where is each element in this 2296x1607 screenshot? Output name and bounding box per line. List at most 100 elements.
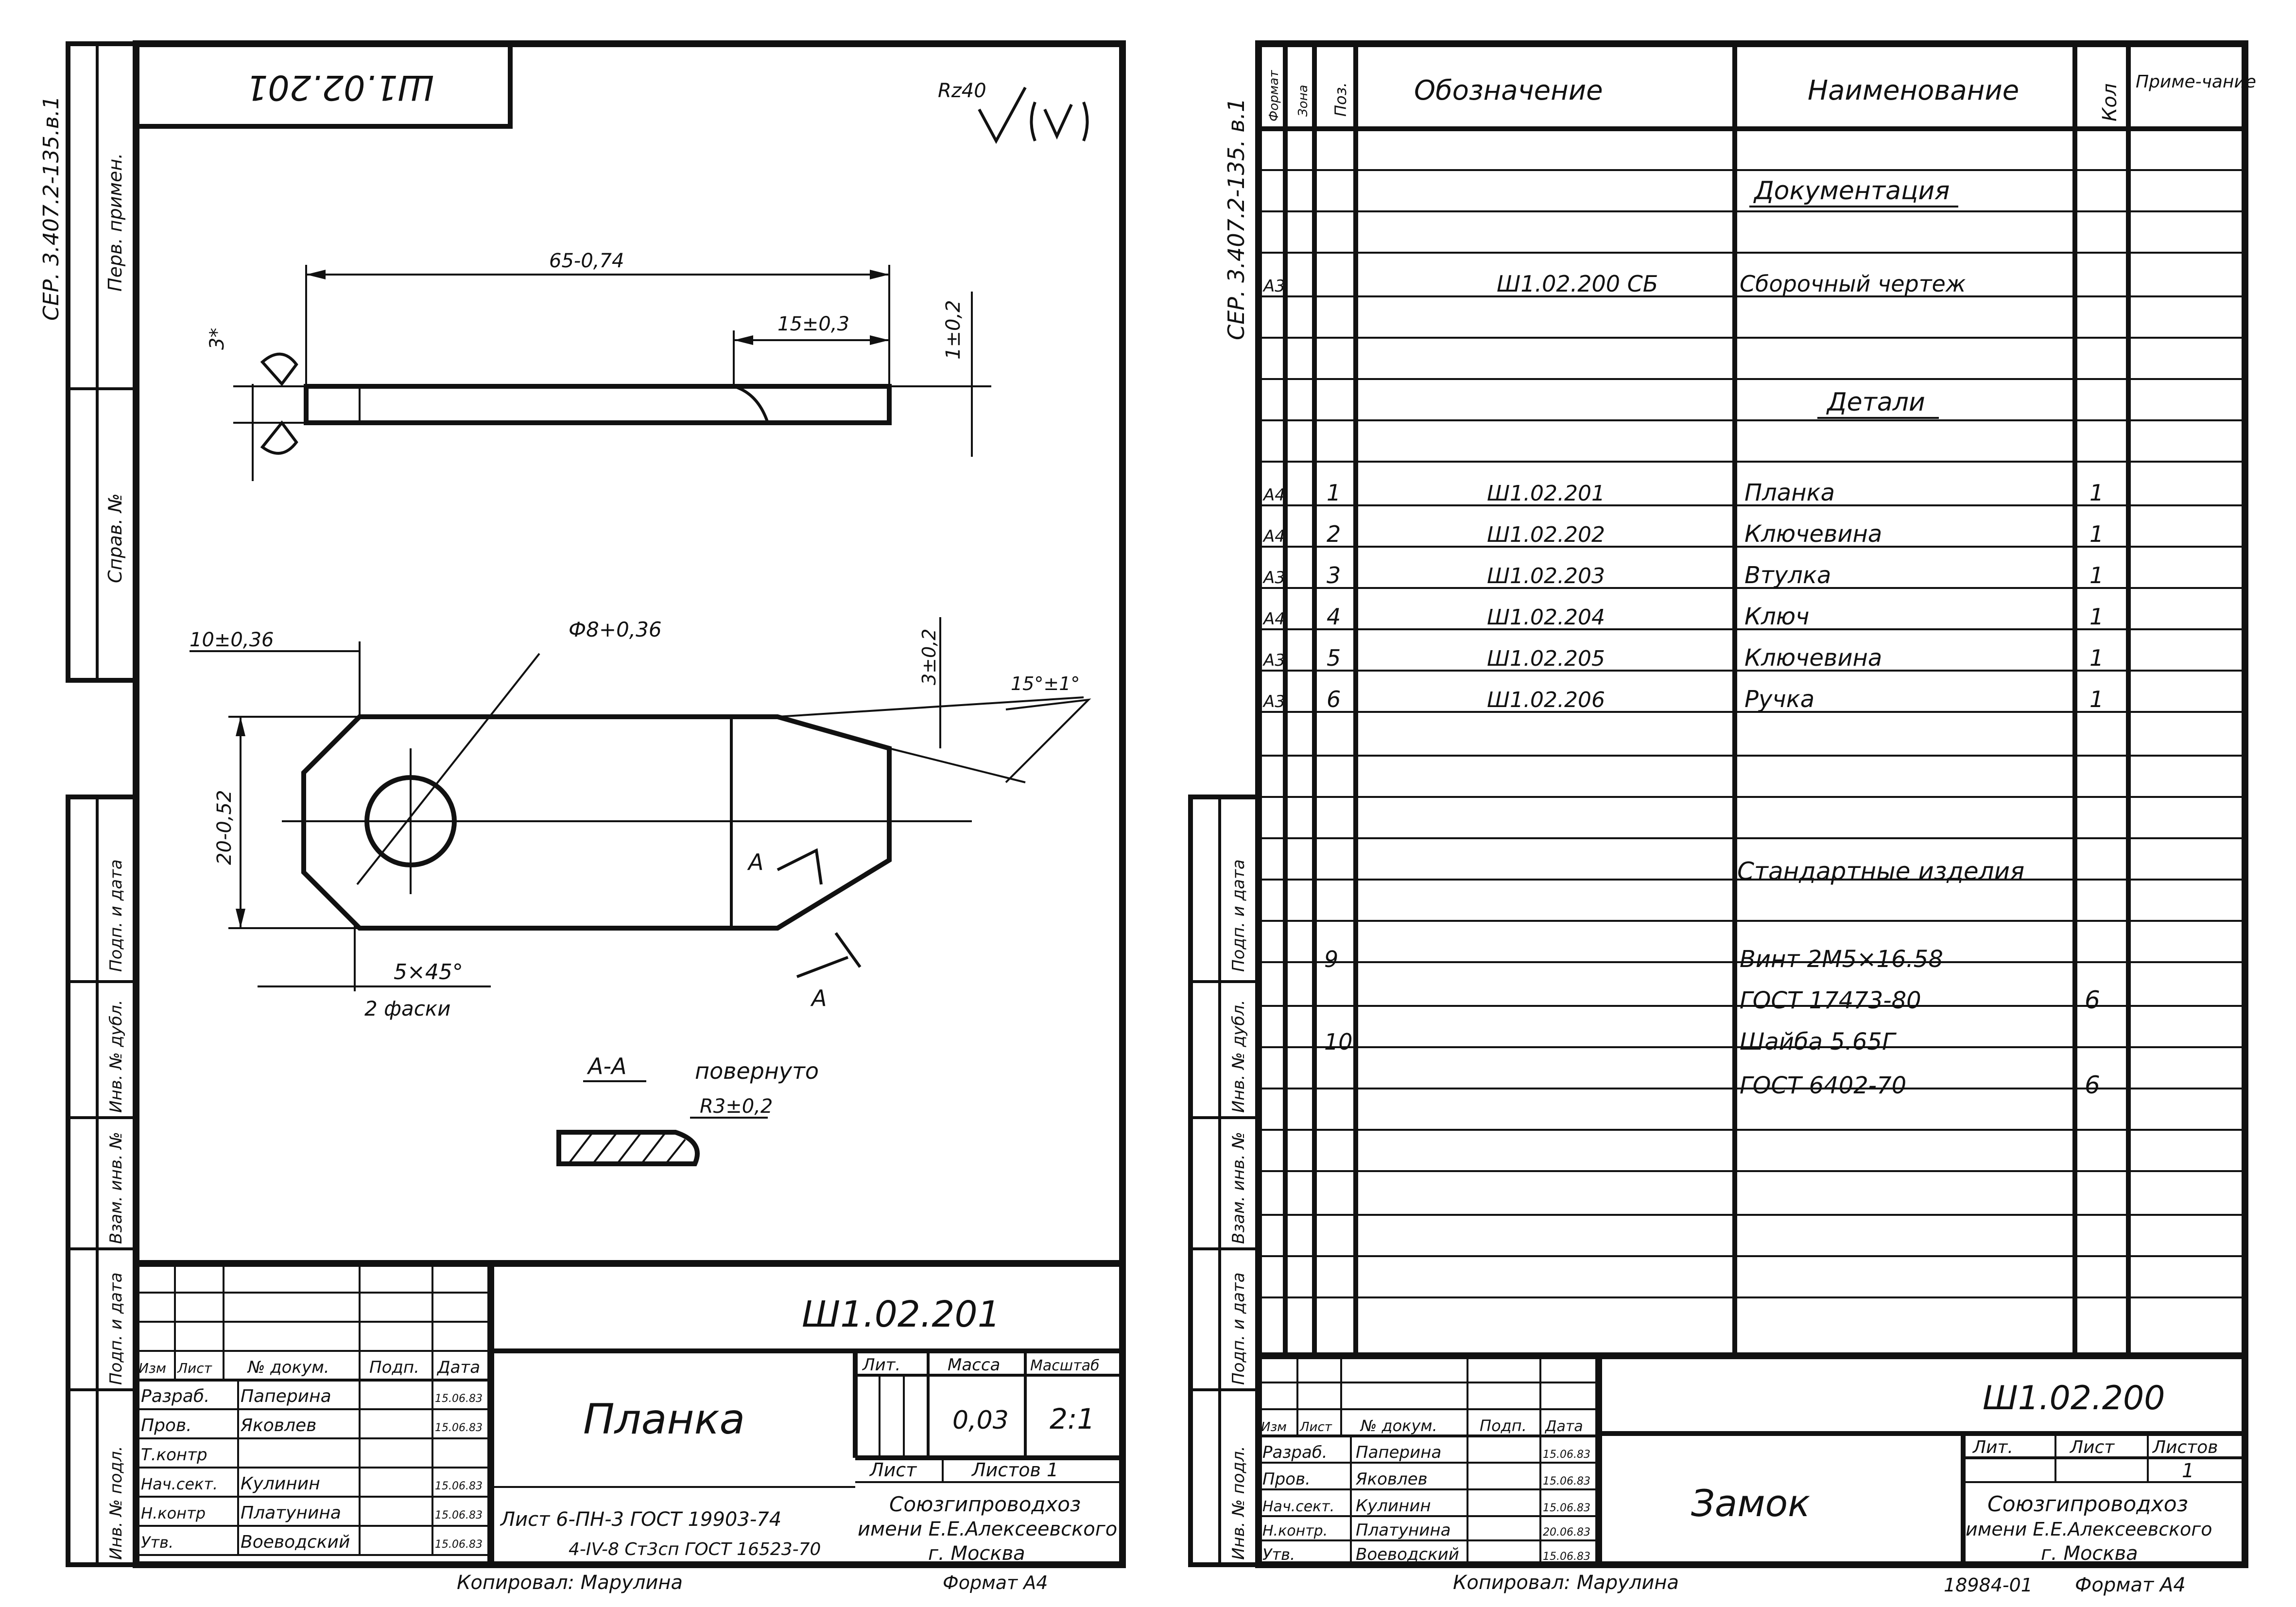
spec-row1-oboz: Ш1.02.201: [1487, 481, 1605, 506]
tb-right-copied: Копировал: Марулина: [1453, 1572, 1679, 1594]
left-series-code: СЕР. 3.407.2-135.в.1: [39, 96, 64, 321]
tb-right-lit: Лит.: [1972, 1437, 2013, 1457]
tb-left-date-0: 15.06.83: [435, 1393, 483, 1405]
spec-row6-kol: 1: [2089, 686, 2104, 712]
right-side-strip: [1188, 795, 1261, 1567]
left-label-sprav: Справ. №: [104, 493, 126, 583]
tb-left-date-4: 15.06.83: [435, 1509, 483, 1521]
tb-left-role-4: Н.контр: [141, 1504, 206, 1522]
left-label-inv-dubl: Инв. № дубл.: [106, 1000, 126, 1113]
spec-h-prim: Приме-чание: [2136, 72, 2256, 92]
tb-left-scale-label: Масштаб: [1030, 1357, 1100, 1374]
tb-left-h-doc: № докум.: [247, 1358, 329, 1377]
spec-row5-poz: 5: [1327, 645, 1341, 671]
spec-row2-name: Ключевина: [1744, 520, 1882, 548]
tb-left-designation: Ш1.02.201: [802, 1294, 1001, 1335]
spec-row3-format: А3: [1262, 568, 1285, 588]
spec-row6-format: А3: [1262, 692, 1285, 711]
tb-right-role-3: Н.контр.: [1262, 1522, 1328, 1539]
tb-left-date-3: 15.06.83: [435, 1480, 483, 1492]
tb-left-material-1: Лист 6-ПН-3 ГОСТ 19903-74: [500, 1508, 781, 1531]
tb-right-name: Замок: [1691, 1482, 1810, 1525]
tb-left-person-5: Воеводский: [241, 1532, 350, 1552]
tb-right-h-doc: № докум.: [1360, 1417, 1437, 1435]
roughness-value: Rz40: [938, 80, 986, 102]
spec-row0-oboz: Ш1.02.200 СБ: [1497, 271, 1658, 297]
tb-right-date-2: 15.06.83: [1543, 1502, 1590, 1514]
spec-row2-oboz: Ш1.02.202: [1487, 522, 1605, 547]
tb-left-org-1: Союзгипроводхоз: [889, 1492, 1081, 1516]
left-title-block: Изм Лист № докум. Подп. Дата Разраб. Пап…: [136, 1260, 1122, 1594]
tb-right-date-0: 15.06.83: [1543, 1449, 1590, 1461]
spec-section-std: Стандартные изделия: [1737, 857, 2024, 885]
tb-left-format: Формат А4: [943, 1572, 1048, 1593]
spec-std2-name: Шайба 5.65Г: [1740, 1028, 1897, 1055]
spec-h-kol: Кол: [2099, 84, 2121, 121]
spec-h-poz: Поз.: [1331, 82, 1350, 117]
spec-std3-name: ГОСТ 6402-70: [1740, 1072, 1906, 1099]
tb-right-h-list: Лист: [1299, 1420, 1332, 1434]
spec-row-lines: [1259, 169, 2245, 1298]
left-sheet: СЕР. 3.407.2-135.в.1 Перв. примен. Справ…: [39, 40, 1126, 1594]
dim-radius: R3±0,2: [700, 1095, 773, 1118]
spec-row5-name: Ключевина: [1744, 644, 1882, 672]
spec-row1-kol: 1: [2089, 480, 2104, 506]
spec-section-parts: Детали: [1826, 388, 1925, 417]
tb-left-h-izm: Изм: [138, 1360, 166, 1376]
spec-section-docs: Документация: [1753, 176, 1950, 206]
spec-row6-poz: 6: [1327, 686, 1341, 712]
dim-length: 65-0,74: [549, 250, 624, 272]
tb-right-archive: 18984-01: [1944, 1574, 2033, 1596]
tb-left-role-0: Разраб.: [141, 1386, 209, 1406]
tb-right-person-2: Кулинин: [1356, 1496, 1431, 1516]
spec-std2-poz: 10: [1324, 1029, 1353, 1055]
tb-right-h-podp: Подп.: [1480, 1417, 1527, 1435]
tb-right-person-0: Паперина: [1356, 1443, 1441, 1462]
tb-left-name: Планка: [583, 1395, 745, 1444]
dim-chamfer-note: 2 фаски: [364, 997, 450, 1020]
spec-h-oboz: Обозначение: [1414, 75, 1603, 106]
right-label-inv-dubl: Инв. № дубл.: [1229, 1000, 1248, 1113]
spec-std0-poz: 9: [1324, 946, 1338, 972]
left-frame: [133, 40, 1126, 1568]
tb-right-person-3: Платунина: [1356, 1521, 1450, 1540]
tb-left-role-1: Пров.: [141, 1416, 192, 1435]
section-note: повернуто: [695, 1058, 819, 1084]
right-sheet: СЕР. 3.407.2-135. в.1 Подп. и дата Инв. …: [1188, 40, 2256, 1596]
tb-left-role-2: Т.контр: [141, 1445, 207, 1465]
spec-row2-kol: 1: [2089, 521, 2104, 547]
tb-left-scale: 2:1: [1050, 1402, 1095, 1435]
section-letter-2: А: [810, 985, 827, 1011]
spec-row5-kol: 1: [2089, 645, 2104, 671]
spec-row4-kol: 1: [2089, 604, 2104, 630]
right-title-block: Изм Лист № докум. Подп. Дата Разраб. Пап…: [1259, 1352, 2245, 1596]
tb-right-role-4: Утв.: [1262, 1545, 1295, 1564]
dim-offset: 10±0,36: [190, 629, 274, 651]
tb-left-org-2: имени Е.Е.Алексеевского: [858, 1518, 1117, 1540]
tb-right-h-izm: Изм: [1261, 1420, 1287, 1434]
tb-left-h-list: Лист: [177, 1360, 212, 1376]
spec-row1-format: А4: [1262, 485, 1285, 505]
tb-right-format: Формат А4: [2075, 1574, 2186, 1596]
spec-h-zona: Зона: [1296, 85, 1311, 117]
spec-std1-name: ГОСТ 17473-80: [1740, 987, 1921, 1014]
spec-row3-oboz: Ш1.02.203: [1487, 564, 1605, 588]
tb-right-role-2: Нач.сект.: [1262, 1498, 1334, 1515]
left-label-podp: Подп. и дата: [106, 859, 126, 972]
left-label-inv-podl: Инв. № подл.: [106, 1446, 126, 1560]
spec-row3-name: Втулка: [1744, 562, 1831, 589]
spec-std0-name: Винт 2М5×16.58: [1740, 946, 1943, 973]
left-label-perv: Перв. примен.: [104, 153, 126, 292]
tb-right-designation: Ш1.02.200: [1983, 1379, 2165, 1417]
right-label-inv-podl: Инв. № подл.: [1229, 1446, 1248, 1560]
tb-right-role-0: Разраб.: [1262, 1443, 1328, 1462]
spec-row2-format: А4: [1262, 527, 1285, 546]
planka-plan-view: Ф8+0,36 10±0,36 20-0,52 3±0,2 15°±1° 5×4…: [190, 617, 1091, 1020]
spec-row5-oboz: Ш1.02.205: [1487, 646, 1605, 671]
left-bottom-side-strip: [66, 795, 138, 1567]
tb-left-mass-label: Масса: [948, 1355, 1000, 1375]
tb-right-date-4: 15.06.83: [1543, 1551, 1590, 1563]
tb-right-h-data: Дата: [1544, 1418, 1583, 1435]
right-label-podp: Подп. и дата: [1229, 859, 1248, 972]
tb-right-sheets-label: Листов: [2152, 1437, 2218, 1457]
